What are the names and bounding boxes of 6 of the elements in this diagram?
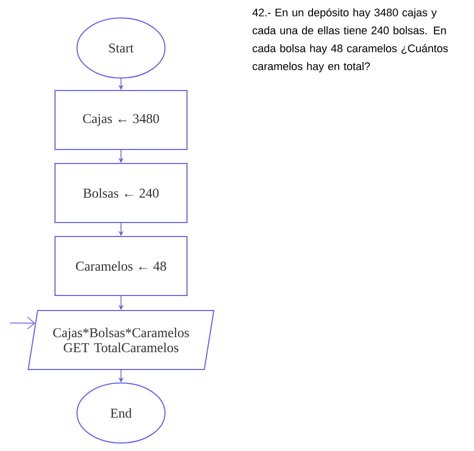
io-parallelogram: Cajas*Bolsas*Caramelos GET TotalCaramelos <box>28 310 214 370</box>
question-text: 42.- En un depósito hay 3480 cajas y cada una de ellas tiene 240 bolsas. En cada bolsa hay 48 caramelos ¿Cuántos caramelos hay en total? <box>252 8 448 72</box>
arrow <box>10 316 36 330</box>
process-box: Bolsas ← 240 <box>54 163 188 223</box>
process-box: Cajas ← 3480 <box>54 90 188 150</box>
process-box: Caramelos ← 48 <box>54 236 188 296</box>
